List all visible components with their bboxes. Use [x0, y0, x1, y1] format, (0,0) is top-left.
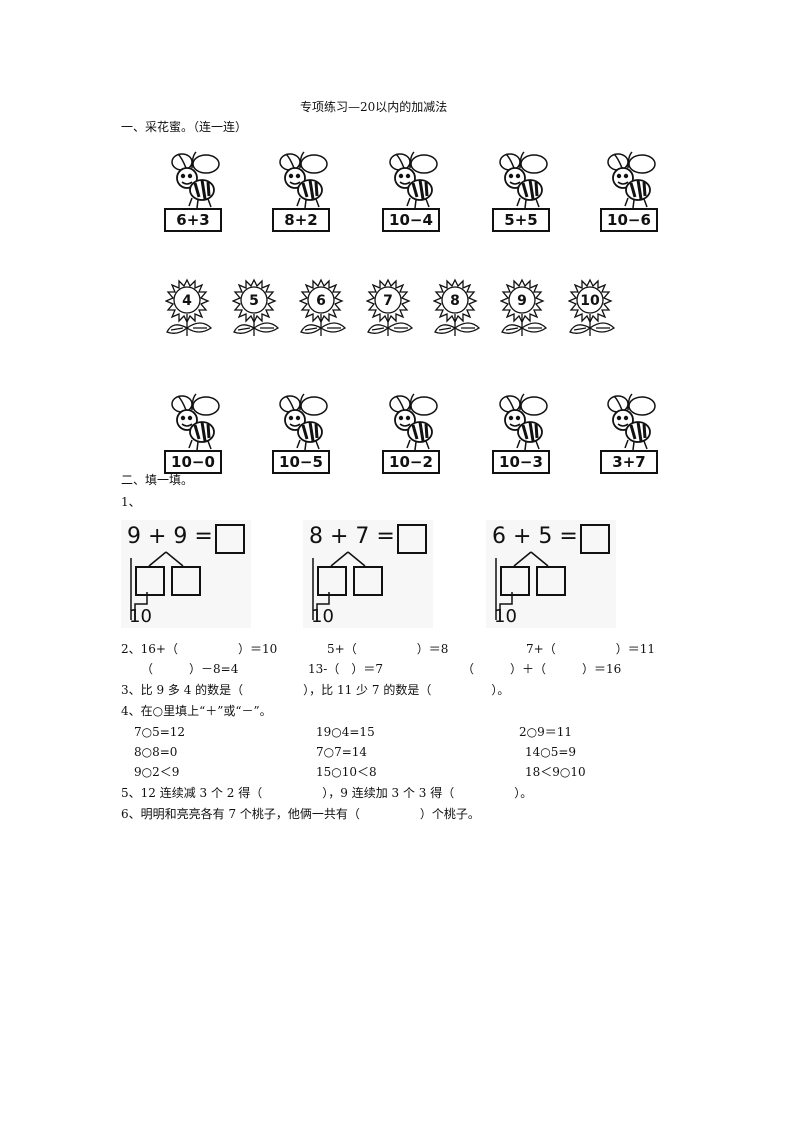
page-title: 专项练习—20以内的加减法	[300, 100, 448, 114]
bee-expression: 8+2	[272, 208, 330, 232]
bee-icon	[376, 150, 446, 214]
bee-icon	[486, 392, 556, 456]
sunflower-icon	[432, 278, 483, 342]
bee-card[interactable]: 3+7	[594, 392, 664, 474]
bee-card[interactable]: 5+5	[486, 150, 556, 232]
ten-label: 10	[311, 606, 334, 627]
split-box-right[interactable]	[536, 566, 566, 596]
q2-item: 5+（ ）＝8	[327, 642, 449, 656]
make-ten-equation: 8 + 7 =	[309, 524, 395, 549]
q4-item: 7○7=14	[316, 745, 368, 759]
bee-card[interactable]: 10−2	[376, 392, 446, 474]
flower-number: 8	[450, 293, 460, 309]
flower-number: 6	[316, 293, 326, 309]
sunflower-icon	[164, 278, 215, 342]
q4-item: 19○4=15	[316, 725, 375, 739]
q2-item: 7+（ ）＝11	[526, 642, 655, 656]
flower-number: 10	[580, 293, 600, 309]
bee-expression: 10−5	[272, 450, 330, 474]
q2-item: （ ）－8=4	[141, 662, 239, 676]
flower-number: 9	[517, 293, 527, 309]
bee-icon	[376, 392, 446, 456]
split-box-left[interactable]	[317, 566, 347, 596]
bee-expression: 10−0	[164, 450, 222, 474]
q5-text: 5、12 连续减 3 个 2 得（ ），9 连续加 3 个 3 得（ ）。	[121, 786, 533, 800]
flower-card[interactable]: 4	[164, 278, 215, 338]
bee-expression: 6+3	[164, 208, 222, 232]
sunflower-icon	[298, 278, 349, 342]
ten-label: 10	[129, 606, 152, 627]
bee-expression: 10−4	[382, 208, 440, 232]
split-box-left[interactable]	[500, 566, 530, 596]
ten-label: 10	[494, 606, 517, 627]
answer-box[interactable]	[215, 524, 245, 554]
split-lines	[312, 551, 366, 620]
question1-label: 1、	[121, 495, 141, 509]
bee-icon	[486, 150, 556, 214]
q4-item: 8○8=0	[134, 745, 178, 759]
q4-item: 15○10＜8	[316, 765, 377, 779]
bee-icon	[158, 150, 228, 214]
answer-box[interactable]	[397, 524, 427, 554]
bee-expression: 10−2	[382, 450, 440, 474]
bee-card[interactable]: 10−6	[594, 150, 664, 232]
q2-item: 13-（ ）＝7	[308, 662, 383, 676]
bee-icon	[158, 392, 228, 456]
make-ten-diagram: 9 + 9 = 10	[121, 520, 251, 628]
bee-expression: 3+7	[600, 450, 658, 474]
q4-item: 2○9＝11	[519, 725, 573, 739]
flower-card[interactable]: 10	[567, 278, 618, 338]
split-lines	[495, 551, 549, 620]
flower-card[interactable]: 5	[231, 278, 282, 338]
bee-icon	[594, 150, 664, 214]
section2-heading: 二、填一填。	[121, 473, 194, 487]
flower-card[interactable]: 9	[499, 278, 550, 338]
split-box-left[interactable]	[135, 566, 165, 596]
flower-number: 5	[249, 293, 259, 309]
make-ten-diagram: 8 + 7 = 10	[303, 520, 433, 628]
q4-item: 9○2＜9	[134, 765, 180, 779]
sunflower-icon	[499, 278, 550, 342]
q3-text: 3、比 9 多 4 的数是（ ），比 11 少 7 的数是（ ）。	[121, 683, 510, 697]
q4-item: 7○5=12	[134, 725, 186, 739]
bee-expression: 10−3	[492, 450, 550, 474]
answer-box[interactable]	[580, 524, 610, 554]
flower-number: 4	[182, 293, 192, 309]
bee-card[interactable]: 6+3	[158, 150, 228, 232]
q2-item: （ ）＋（ ）＝16	[462, 662, 622, 676]
q2-item: 2、16+（ ）＝10	[121, 642, 278, 656]
bee-expression: 5+5	[492, 208, 550, 232]
bee-card[interactable]: 10−3	[486, 392, 556, 474]
bee-card[interactable]: 10−4	[376, 150, 446, 232]
bee-card[interactable]: 8+2	[266, 150, 336, 232]
bee-icon	[266, 150, 336, 214]
bee-card[interactable]: 10−0	[158, 392, 228, 474]
make-ten-equation: 9 + 9 =	[127, 524, 213, 549]
split-box-right[interactable]	[171, 566, 201, 596]
bee-icon	[266, 392, 336, 456]
make-ten-diagram: 6 + 5 = 10	[486, 520, 616, 628]
q4-item: 14○5=9	[525, 745, 577, 759]
flower-card[interactable]: 8	[432, 278, 483, 338]
bee-icon	[594, 392, 664, 456]
flower-card[interactable]: 6	[298, 278, 349, 338]
flower-number: 7	[383, 293, 393, 309]
q6-text: 6、明明和亮亮各有 7 个桃子，他俩一共有（ ）个桃子。	[121, 807, 480, 821]
sunflower-icon	[567, 278, 618, 342]
section1-heading: 一、采花蜜。（连一连）	[121, 120, 248, 134]
q4-item: 18＜9○10	[525, 765, 586, 779]
bee-card[interactable]: 10−5	[266, 392, 336, 474]
bee-expression: 10−6	[600, 208, 658, 232]
sunflower-icon	[365, 278, 416, 342]
split-box-right[interactable]	[353, 566, 383, 596]
split-lines	[130, 551, 184, 620]
sunflower-icon	[231, 278, 282, 342]
flower-card[interactable]: 7	[365, 278, 416, 338]
q4-label: 4、在○里填上“＋”或“－”。	[121, 704, 272, 718]
make-ten-equation: 6 + 5 =	[492, 524, 578, 549]
